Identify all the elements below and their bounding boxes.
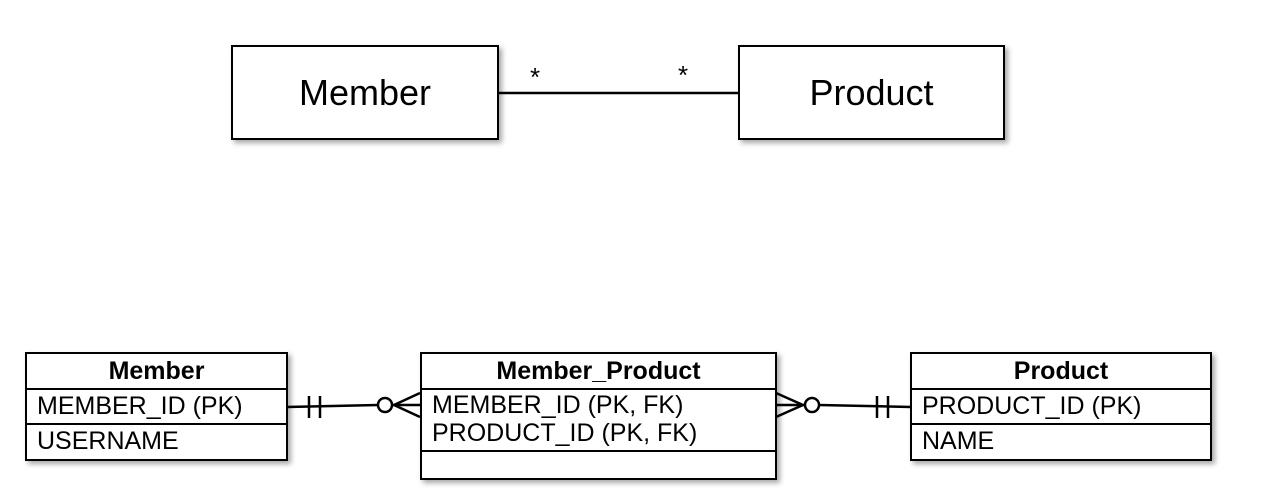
erd-member-product-pk-row: PRODUCT_ID (PK, FK) — [432, 419, 698, 447]
erd-member-attr-row: USERNAME — [37, 427, 179, 455]
erd-member-attr-section: USERNAME — [27, 425, 286, 456]
erd-product-attr-section: NAME — [912, 425, 1210, 456]
erd-member-pk-row: MEMBER_ID (PK) — [37, 392, 243, 420]
member-product-to-product-relationship — [775, 391, 912, 419]
erd-member-product-pk-row: MEMBER_ID (PK, FK) — [432, 391, 684, 419]
uml-member-entity: Member — [231, 45, 499, 140]
uml-right-multiplicity: * — [678, 60, 689, 90]
uml-member-label: Member — [298, 71, 432, 113]
uml-product-label: Product — [809, 71, 934, 113]
erd-product-title: Product — [912, 354, 1210, 390]
erd-product-pk-row: PRODUCT_ID (PK) — [922, 392, 1142, 420]
erd-product-attr-row: NAME — [922, 427, 995, 455]
erd-product-table: Product PRODUCT_ID (PK) NAME — [910, 352, 1212, 461]
erd-member-table: Member MEMBER_ID (PK) USERNAME — [25, 352, 288, 461]
uml-product-entity: Product — [738, 45, 1005, 140]
uml-left-multiplicity: * — [530, 62, 541, 92]
erd-member-title: Member — [27, 354, 286, 390]
erd-member-pk-section: MEMBER_ID (PK) — [27, 390, 286, 425]
erd-member-product-title: Member_Product — [422, 354, 775, 390]
erd-member-product-pk-section: MEMBER_ID (PK, FK) PRODUCT_ID (PK, FK) — [422, 390, 775, 452]
erd-member-product-table: Member_Product MEMBER_ID (PK, FK) PRODUC… — [420, 352, 777, 480]
erd-product-pk-section: PRODUCT_ID (PK) — [912, 390, 1210, 425]
member-to-member-product-relationship — [286, 391, 421, 419]
